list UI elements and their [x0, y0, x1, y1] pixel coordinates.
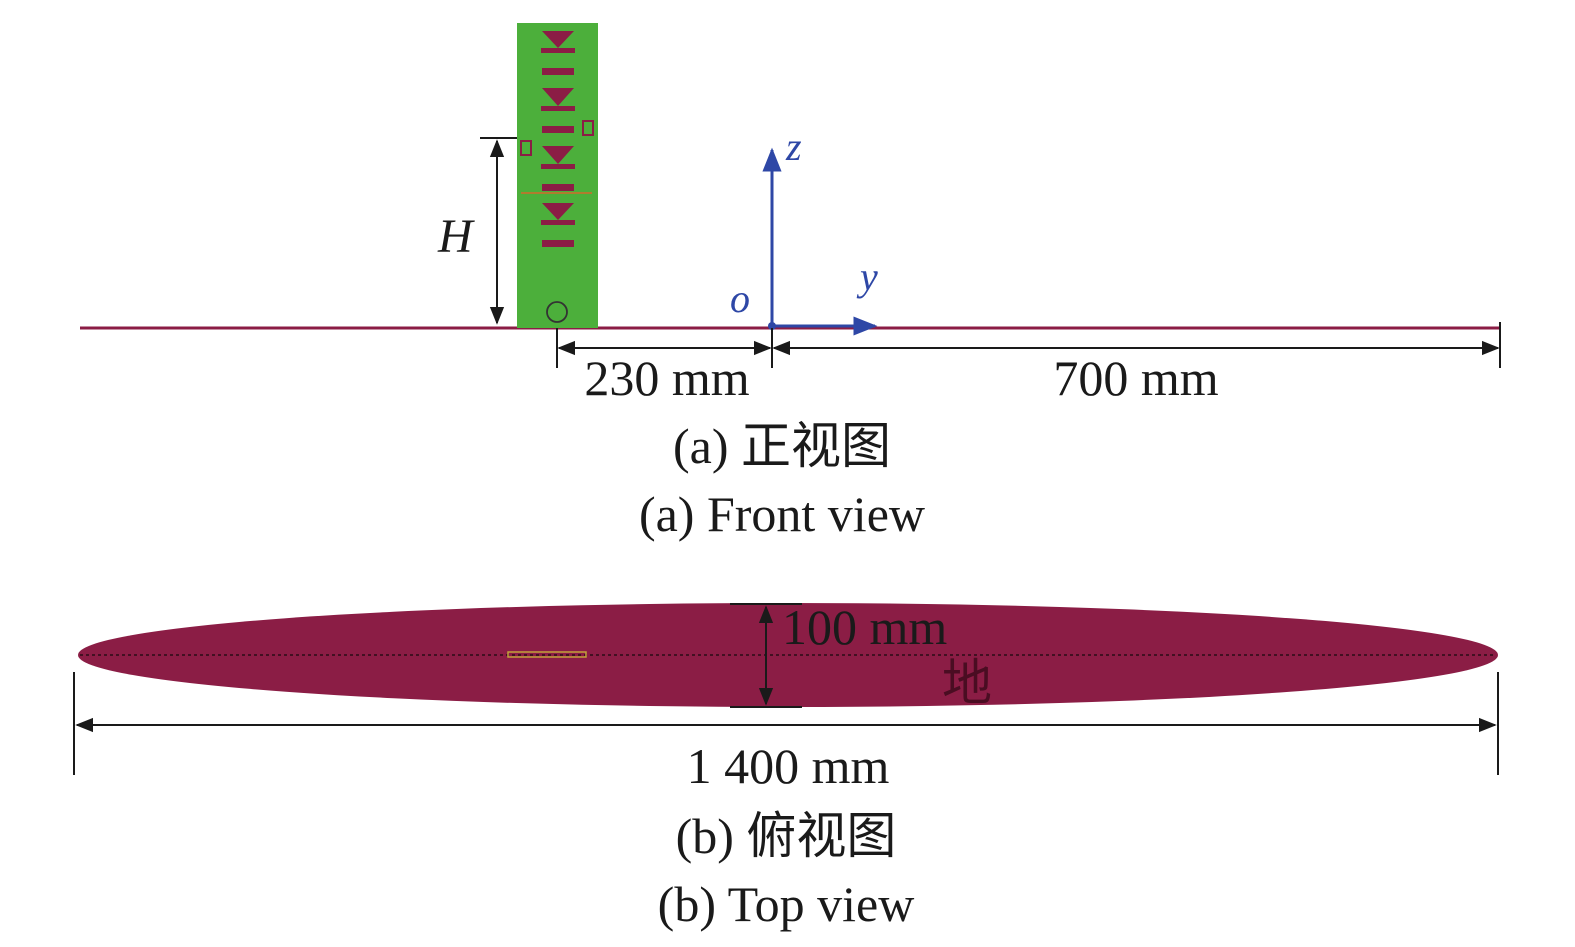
dim-label-230: 230 mm — [584, 350, 749, 406]
ground-label: 地 — [942, 655, 992, 711]
antenna-board — [517, 23, 598, 328]
dim-label-700: 700 mm — [1053, 350, 1218, 406]
feed-point-icon — [546, 301, 568, 323]
side-tabs — [520, 120, 594, 156]
height-dimension: H — [437, 137, 517, 325]
top-view: 100 mm 地 1 400 mm (b) 俯视图 (b) Top view — [73, 599, 1499, 932]
dim-label-1400: 1 400 mm — [687, 738, 890, 794]
dim-label-100: 100 mm — [782, 599, 947, 655]
y-axis-label: y — [856, 254, 878, 299]
caption-front-en: (a) Front view — [639, 486, 925, 542]
origin-label: o — [730, 276, 750, 321]
antenna-footprint — [507, 651, 587, 658]
height-label: H — [437, 210, 475, 263]
caption-top-en: (b) Top view — [658, 876, 915, 932]
origin-dot — [768, 322, 776, 330]
caption-top-cn: (b) 俯视图 — [676, 808, 897, 864]
width-dimension — [730, 603, 802, 708]
front-view: H z y o 230 mm 700 mm (a) 正视图 (a) Front … — [80, 23, 1501, 542]
length-dimension — [73, 672, 1499, 775]
radiator-elements — [541, 31, 575, 247]
z-axis-label: z — [785, 124, 802, 169]
coordinate-axes: z y o — [730, 124, 878, 336]
horizontal-dimensions — [556, 322, 1501, 368]
caption-front-cn: (a) 正视图 — [673, 418, 891, 474]
